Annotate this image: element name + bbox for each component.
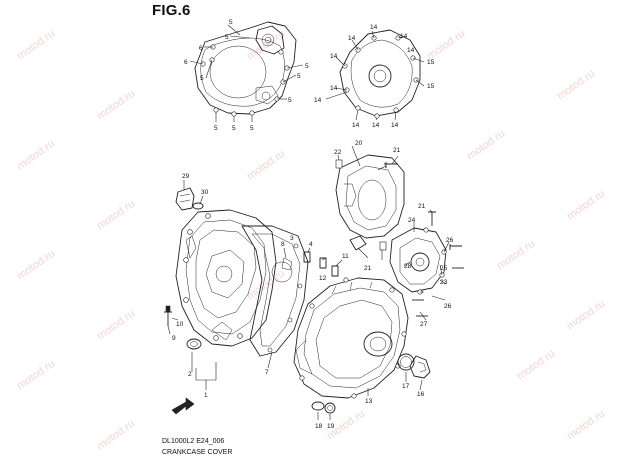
callout-18: 18 (315, 423, 323, 430)
callout-labels: 5 5 6 6 5 5 5 5 5 5 5 14 14 14 14 14 14 … (172, 19, 454, 430)
callout-14: 14 (400, 33, 408, 40)
callout-5: 5 (288, 97, 292, 104)
watermark: motod.ru (95, 418, 137, 453)
callout-5: 5 (232, 125, 236, 132)
watermark: motod.ru (245, 148, 287, 183)
generator-cover-top-view (325, 29, 425, 121)
callout-17: 17 (402, 383, 410, 390)
callout-5: 5 (214, 125, 218, 132)
watermark: motod.ru (245, 268, 287, 303)
watermark: motod.ru (95, 198, 137, 233)
callout-20: 20 (355, 140, 363, 147)
callout-14: 14 (330, 53, 338, 60)
callout-28: 28 (404, 263, 412, 270)
callout-5: 5 (305, 63, 309, 70)
callout-14: 14 (391, 122, 399, 129)
callout-9: 9 (172, 335, 176, 342)
callout-14: 14 (407, 47, 415, 54)
callout-5: 5 (225, 34, 229, 41)
watermark: motod.ru (15, 138, 57, 173)
watermark: motod.ru (15, 248, 57, 283)
callout-16: 16 (417, 391, 425, 398)
callout-14: 14 (330, 85, 338, 92)
watermark: motod.ru (465, 128, 507, 163)
callout-10: 10 (176, 321, 184, 328)
watermark: motod.ru (15, 28, 57, 63)
callout-5: 5 (229, 19, 233, 26)
callout-6: 6 (199, 45, 203, 52)
callout-26: 26 (444, 303, 452, 310)
watermark: motod.ru (15, 358, 57, 393)
watermark: motod.ru (555, 68, 597, 103)
callout-2: 2 (188, 371, 192, 378)
callout-14: 14 (370, 24, 378, 31)
callout-19: 19 (327, 423, 335, 430)
watermark: motod.ru (515, 348, 557, 383)
watermark: motod.ru (95, 308, 137, 343)
callout-5: 5 (200, 75, 204, 82)
callout-13: 12 (319, 275, 327, 282)
pump-cover-assembly (389, 209, 464, 321)
callout-21: 21 (364, 265, 372, 272)
callout-30: 30 (201, 189, 209, 196)
callout-21: 21 (393, 147, 401, 154)
watermark: motod.ru (565, 408, 607, 443)
callout-5: 5 (250, 125, 254, 132)
clutch-cover-assembly (164, 180, 343, 415)
callout-5: 5 (297, 73, 301, 80)
callout-29: 29 (182, 173, 190, 180)
watermark: motod.ru (95, 88, 137, 123)
callout-27: 27 (420, 321, 428, 328)
callout-1: 1 (204, 392, 208, 399)
callout-21: 21 (418, 203, 426, 210)
callout-15: 15 (427, 59, 435, 66)
callout-25: 25 (440, 265, 448, 272)
callout-7: 7 (265, 369, 269, 376)
watermark: motod.ru (425, 28, 467, 63)
generator-cover-large (293, 277, 431, 420)
generator-cover-rear-view (335, 145, 405, 260)
callout-22: 22 (334, 149, 342, 156)
callout-14: 14 (372, 122, 380, 129)
watermark: motod.ru (565, 188, 607, 223)
callout-8: 8 (281, 241, 285, 248)
callout-4: 4 (309, 241, 313, 248)
callout-14: 14 (348, 35, 356, 42)
watermark: motod.ru (565, 298, 607, 333)
callout-11: 13 (365, 398, 373, 405)
callout-6: 6 (184, 59, 188, 66)
callout-14: 14 (352, 122, 360, 129)
callout-12: 11 (342, 253, 349, 260)
diagram-caption: CRANKCASE COVER (162, 449, 233, 456)
model-code: DL1000L2 E24_006 (162, 438, 225, 445)
callout-24: 24 (408, 217, 416, 224)
clutch-cover-top-view (189, 21, 304, 122)
figure-title: FIG.6 (152, 2, 191, 19)
callout-26: 26 (446, 237, 454, 244)
callout-15: 15 (427, 83, 435, 90)
watermark: motod.ru (495, 238, 537, 273)
callout-23: 23 (440, 279, 448, 286)
callout-14: 14 (314, 97, 322, 104)
callout-3: 3 (290, 235, 294, 242)
